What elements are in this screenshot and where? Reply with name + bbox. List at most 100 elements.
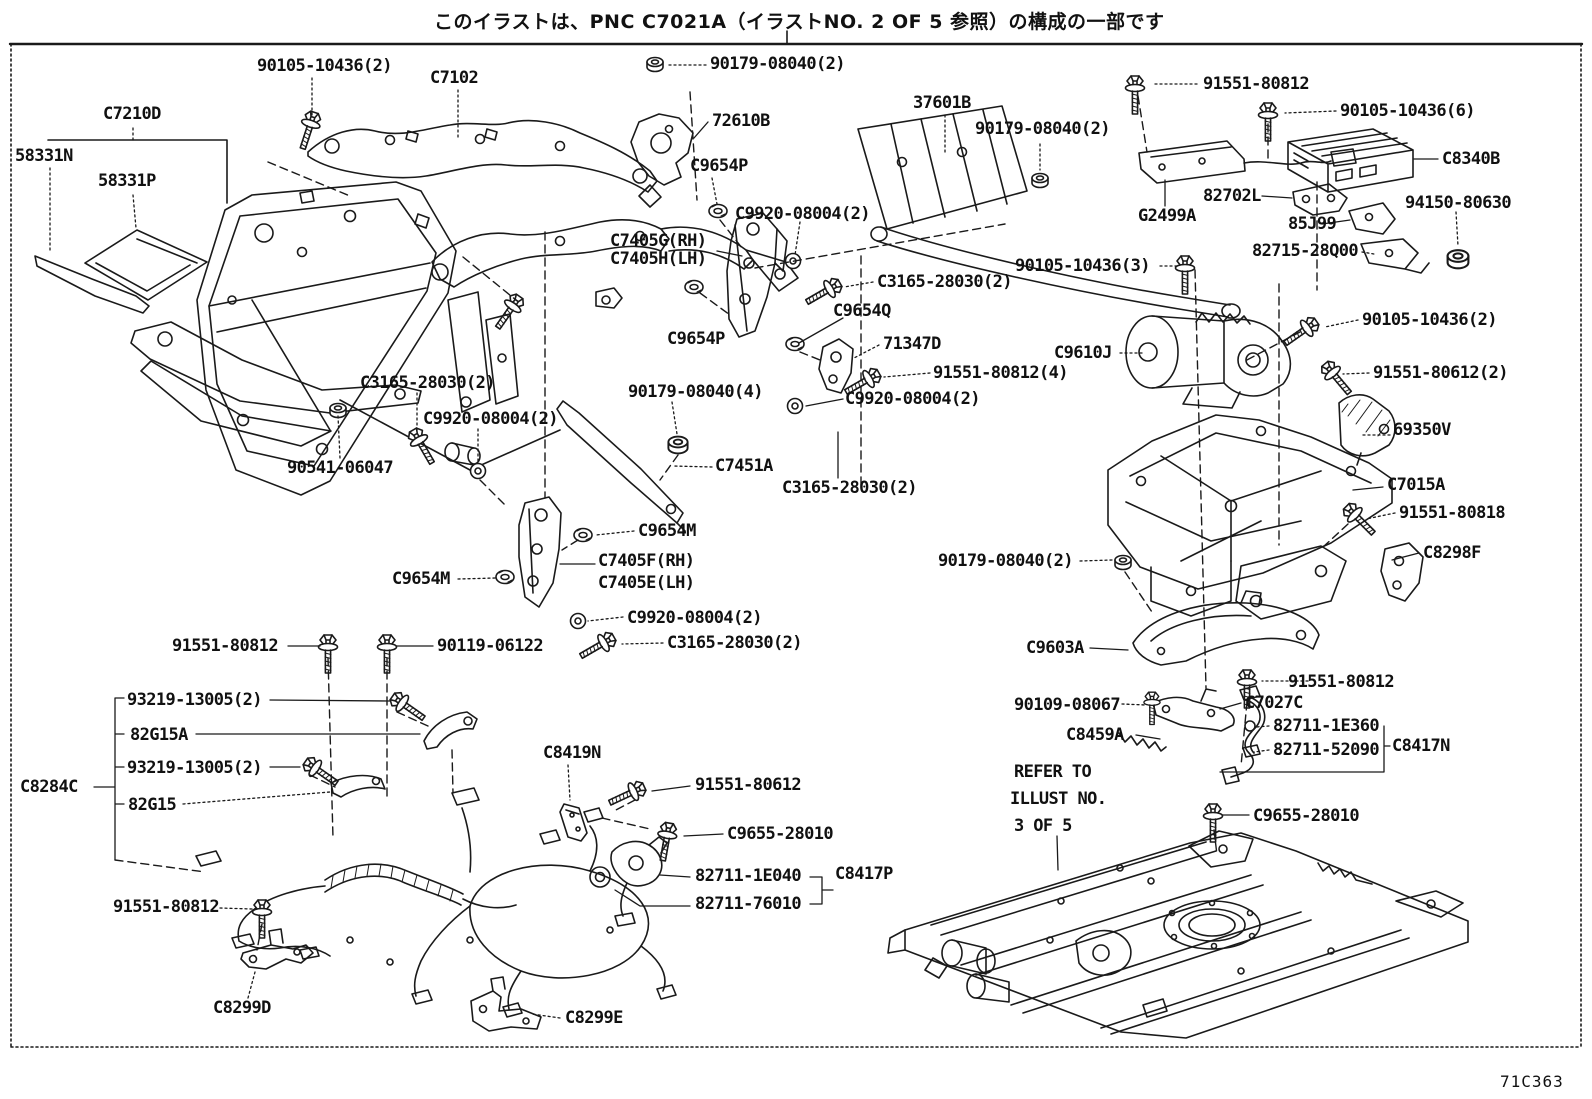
part-label-l39: 90541-06047: [287, 458, 394, 478]
part-label-l52: 93219-13005(2): [127, 690, 262, 710]
part-label-l45: C7405E(LH): [598, 573, 695, 593]
spring-icon: [1317, 862, 1373, 885]
part-label-l40: 91551-80818: [1399, 503, 1506, 523]
part-label-l60: C8417N: [1392, 736, 1450, 756]
part-label-l53: 91551-80812: [1288, 672, 1395, 692]
part-label-l59: 82711-52090: [1273, 740, 1380, 760]
part-label-l62: C8419N: [543, 743, 601, 763]
part-label-l32: C9920-08004(2): [845, 389, 980, 409]
part-label-l33: 91551-80612(2): [1373, 363, 1508, 383]
part-label-l58: C8459A: [1066, 725, 1124, 745]
part-label-l26: 71347D: [883, 334, 941, 354]
header-note: このイラストは、PNC C7021A（イラストNO. 2 OF 5 参照）の構成…: [434, 11, 1165, 33]
part-label-l72: C8417P: [835, 864, 893, 884]
leader-lines: [49, 64, 1459, 1019]
bracket-cluster-illustration: [1292, 183, 1430, 274]
part-label-l69: C9655-28010: [1253, 806, 1360, 826]
part-label-l08: 37601B: [913, 93, 971, 113]
diagram-border: [8, 30, 1584, 1048]
part-label-l48: C3165-28030(2): [667, 633, 802, 653]
part-label-l24: C9654Q: [833, 301, 891, 321]
part-label-l02: C7102: [430, 68, 479, 88]
wire-c8417n-illustration: [1221, 685, 1266, 785]
lever-c7027c-illustration: [1118, 688, 1235, 752]
part-label-l70: 3 OF 5: [1014, 816, 1072, 836]
part-label-l47: C9920-08004(2): [627, 608, 762, 628]
part-label-l64: 82G15: [128, 795, 177, 815]
part-label-l11: 90105-10436(6): [1340, 101, 1475, 121]
part-label-l18: C9654P: [690, 156, 748, 176]
part-label-l75: C8299D: [213, 998, 271, 1018]
part-label-l76: C8299E: [565, 1008, 623, 1028]
part-label-l42: C8298F: [1423, 543, 1481, 563]
shield-c9603a-illustration: [1132, 590, 1320, 666]
part-label-l01: 90105-10436(2): [257, 56, 392, 76]
part-label-l07: 72610B: [712, 111, 770, 131]
seat-back-frame-illustration: [130, 119, 799, 496]
part-label-l28: 90105-10436(2): [1362, 310, 1497, 330]
actuator-69350v-illustration: [1338, 394, 1396, 466]
wiring-harness-illustration: [195, 787, 677, 1018]
part-label-l61: 93219-13005(2): [127, 758, 262, 778]
part-label-l54: 90109-08067: [1014, 695, 1121, 715]
part-label-l14: G2499A: [1138, 206, 1196, 226]
part-label-l50: 90119-06122: [437, 636, 544, 656]
part-label-l27: C9610J: [1054, 343, 1112, 363]
part-label-l49: 91551-80812: [172, 636, 279, 656]
part-label-l74: 82711-76010: [695, 894, 802, 914]
part-label-l65: 91551-80612: [695, 775, 802, 795]
part-label-l67: ILLUST NO.: [1010, 789, 1107, 809]
part-label-l57: 82711-1E360: [1273, 716, 1380, 736]
part-label-l43: C7405F(RH): [598, 551, 695, 571]
part-label-l41: C9654M: [638, 521, 696, 541]
part-label-l25: C9654P: [667, 329, 725, 349]
cushion-frame-c7015a-illustration: [1107, 414, 1393, 620]
part-label-l21: C7405H(LH): [610, 249, 707, 269]
panel-37601b-illustration: [857, 105, 1241, 319]
leader-lines-solid: [93, 121, 1439, 907]
part-label-l66: REFER TO: [1014, 762, 1092, 782]
part-label-l38: C7015A: [1387, 475, 1445, 495]
part-label-l05: 58331P: [98, 171, 156, 191]
part-label-l20: C7405G(RH): [610, 231, 707, 251]
part-label-l51: C9603A: [1026, 638, 1084, 658]
part-label-l36: C7451A: [715, 456, 773, 476]
part-label-l56: 82G15A: [130, 725, 188, 745]
part-label-l10: 91551-80812: [1203, 74, 1310, 94]
part-label-l06: 90179-08040(2): [710, 54, 845, 74]
part-label-l16: 85J99: [1288, 214, 1337, 234]
part-label-l30: C3165-28030(2): [360, 373, 495, 393]
part-label-l71: 82711-1E040: [695, 866, 802, 886]
part-label-l37: C3165-28030(2): [782, 478, 917, 498]
part-label-l35: 69350V: [1393, 420, 1451, 440]
part-label-l19: C9920-08004(2): [735, 204, 870, 224]
seat-panels-illustration: [34, 139, 228, 314]
part-label-l29: 91551-80812(4): [933, 363, 1068, 383]
part-label-l17: 82715-28Q00: [1252, 241, 1359, 261]
ecu-c8340b-illustration: [1287, 128, 1414, 193]
part-label-l13: 82702L: [1203, 186, 1261, 206]
part-label-l09: 90179-08040(2): [975, 119, 1110, 139]
part-label-l34: C9920-08004(2): [423, 409, 558, 429]
part-label-l22: C3165-28030(2): [877, 272, 1012, 292]
part-label-l31: 90179-08040(4): [628, 382, 763, 402]
drawing-code: 71C363: [1500, 1072, 1564, 1091]
part-label-l12: C8340B: [1442, 149, 1500, 169]
part-label-l63: C8284C: [20, 777, 78, 797]
part-label-l15: 94150-80630: [1405, 193, 1512, 213]
seat-rail-assembly-illustration: [887, 830, 1469, 1039]
part-label-l46: C9654M: [392, 569, 450, 589]
part-label-l68: C9655-28010: [727, 824, 834, 844]
part-label-l44: 90179-08040(2): [938, 551, 1073, 571]
bracket-72610b-illustration: [630, 113, 694, 208]
part-label-l55: C7027C: [1245, 693, 1303, 713]
part-label-l73: 91551-80812: [113, 897, 220, 917]
motor-c9610j-illustration: [1125, 312, 1292, 409]
part-label-l04: 58331N: [15, 146, 73, 166]
part-label-l03: C7210D: [103, 104, 161, 124]
assembly-dashed-lines: [114, 91, 1349, 951]
spring-icon: [1118, 732, 1167, 752]
